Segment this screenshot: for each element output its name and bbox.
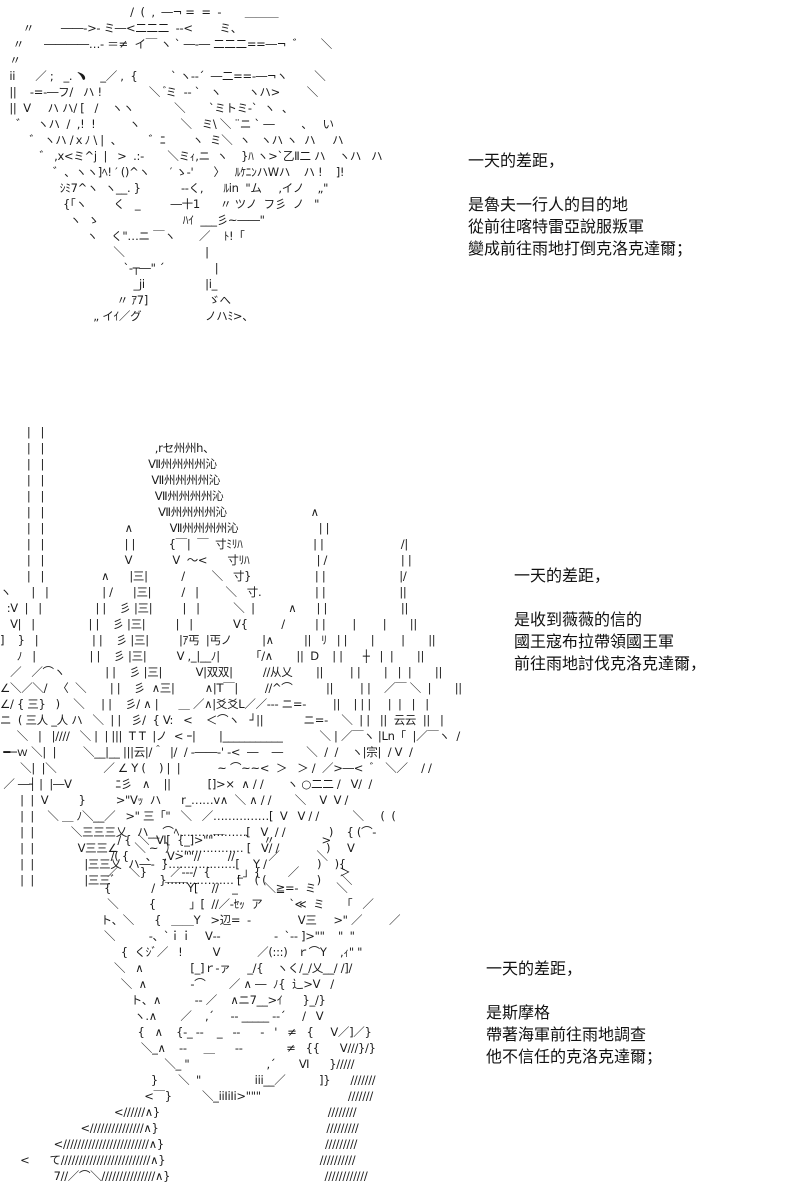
caption-title: 一天的差距， (468, 151, 565, 170)
caption-1: 一天的差距， 是魯夫一行人的目的地 從前往喀特雷亞說服叛軍 變成前往雨地打倒克洛… (468, 150, 692, 260)
ascii-art-royal-army: | | | | ,rセ州州h、 | | Ⅶ州州州州沁 | | Ⅶ州州州州沁 | … (0, 425, 462, 887)
caption-2: 一天的差距， 是收到薇薇的信的 國王寇布拉帶領國王軍 前往雨地討伐克洛克達爾， (514, 565, 706, 675)
ascii-art-smoker: / { ＼ Ⅵ[ {_]>""￣ ` 〃 > /( { 、 ,V>""// //… (20, 833, 401, 1183)
caption-title: 一天的差距， (486, 959, 583, 978)
caption-line: 前往雨地討伐克洛克達爾， (514, 654, 707, 673)
caption-line: 是收到薇薇的信的 (514, 610, 643, 629)
caption-title: 一天的差距， (514, 566, 611, 585)
caption-3: 一天的差距， 是斯摩格 帶著海軍前往雨地調查 他不信任的克洛克達爾； (486, 958, 662, 1068)
caption-line: 他不信任的克洛克達爾； (486, 1047, 663, 1066)
panel-3: / { ＼ Ⅵ[ {_]>""￣ ` 〃 > /( { 、 ,V>""// //… (0, 828, 800, 1200)
ascii-art-luffy-crew: / ( , ―¬ = = ‐ ＿＿＿ 〃 ――‐>‐ ミ―<二二二 ‐‐< ミ、… (9, 5, 383, 323)
caption-line: 從前往喀特雷亞說服叛軍 (468, 217, 645, 236)
caption-line: 是斯摩格 (486, 1003, 551, 1022)
caption-line: 變成前往雨地打倒克洛克達爾； (468, 239, 693, 258)
panel-2: | | | | ,rセ州州h、 | | Ⅶ州州州州沁 | | Ⅶ州州州州沁 | … (0, 420, 800, 887)
panel-1: / ( , ―¬ = = ‐ ＿＿＿ 〃 ――‐>‐ ミ―<二二二 ‐‐< ミ、… (0, 0, 800, 380)
caption-line: 帶著海軍前往雨地調查 (486, 1025, 647, 1044)
caption-line: 國王寇布拉帶領國王軍 (514, 632, 675, 651)
caption-line: 是魯夫一行人的目的地 (468, 195, 629, 214)
